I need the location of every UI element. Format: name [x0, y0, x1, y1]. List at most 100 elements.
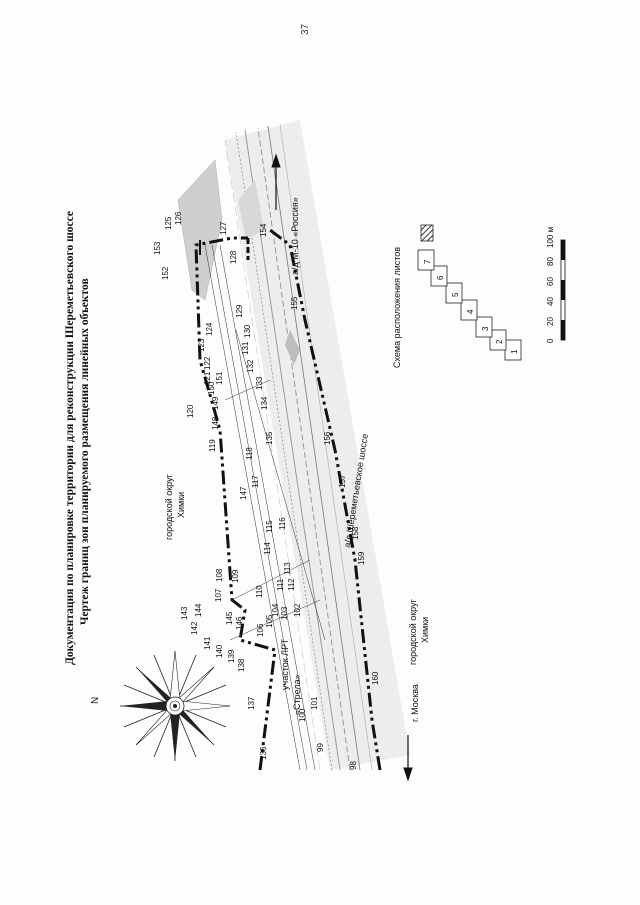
scale-tick-40: 40 [546, 297, 555, 306]
point-111: 111 [276, 578, 285, 591]
point-129: 129 [235, 304, 244, 318]
point-158: 158 [351, 526, 360, 540]
sheet-2-label: 2 [495, 339, 504, 344]
point-113: 113 [283, 562, 292, 575]
point-144: 144 [194, 603, 203, 617]
highway-m10-label: а/д М-10 «Россия» [290, 197, 300, 275]
point-142: 142 [190, 621, 199, 635]
current-sheet-marker [420, 224, 434, 242]
point-150: 150 [207, 381, 216, 395]
point-118: 118 [245, 447, 254, 460]
zone-boundary [194, 228, 382, 771]
point-119: 119 [208, 439, 217, 452]
sheet-3-label: 3 [481, 326, 490, 331]
legend-title: Схема расположения листов [392, 247, 402, 368]
point-141: 141 [203, 636, 212, 650]
point-123: 123 [197, 338, 206, 352]
point-102: 102 [293, 603, 302, 617]
sheet-5-label: 5 [451, 292, 460, 297]
sheet-6 [430, 265, 448, 287]
point-138: 138 [237, 658, 246, 672]
point-126: 126 [174, 211, 183, 225]
sheet-4-label: 4 [466, 309, 475, 314]
point-110: 110 [255, 585, 264, 598]
direction-arrows [271, 153, 413, 782]
point-117: 117 [251, 475, 260, 488]
sheet-5 [445, 282, 463, 304]
point-157: 157 [338, 474, 347, 488]
point-101: 101 [310, 696, 319, 710]
point-143: 143 [180, 606, 189, 620]
strela-label: «Стрела» [292, 674, 302, 715]
point-121: 121 [203, 371, 212, 385]
point-100: 100 [298, 708, 307, 722]
point-130: 130 [243, 324, 252, 338]
point-115: 115 [265, 520, 274, 533]
point-156: 156 [323, 431, 332, 445]
point-152: 152 [161, 266, 170, 280]
scale-tick-80: 80 [546, 257, 555, 266]
point-153: 153 [153, 241, 162, 255]
point-151: 151 [215, 371, 224, 385]
point-98: 98 [349, 761, 358, 770]
point-106: 106 [256, 623, 265, 637]
point-116: 116 [278, 517, 287, 530]
point-160: 160 [371, 671, 380, 685]
point-105: 105 [265, 614, 274, 628]
point-134: 134 [260, 396, 269, 410]
district-top-line1: городской округ [164, 473, 174, 540]
point-112: 112 [287, 578, 296, 591]
point-132: 132 [246, 359, 255, 373]
point-133: 133 [255, 376, 264, 390]
sheet-7 [417, 249, 435, 271]
sheet-1-label: 1 [510, 349, 519, 354]
district-top-line2: Химки [176, 492, 186, 518]
point-148: 148 [211, 416, 220, 430]
point-120: 120 [186, 404, 195, 418]
point-108: 108 [215, 568, 224, 582]
point-127: 127 [219, 221, 228, 235]
sheet-4 [460, 299, 478, 321]
point-139: 139 [227, 649, 236, 663]
point-124: 124 [205, 322, 214, 336]
point-135: 135 [265, 431, 274, 445]
point-114: 114 [263, 542, 272, 555]
point-99: 99 [316, 743, 325, 752]
sheet-7-label: 7 [423, 259, 432, 264]
point-125: 125 [164, 216, 173, 230]
point-136: 136 [259, 746, 268, 760]
point-109: 109 [231, 569, 240, 583]
point-103: 103 [280, 606, 289, 620]
title-line-1: Документация по планировке территории дл… [64, 211, 76, 665]
point-107: 107 [214, 588, 223, 602]
sheet-layout-legend: Схема расположения листов 1 2 3 4 5 6 7 [392, 224, 522, 368]
scale-tick-100: 100 м [546, 227, 555, 248]
point-154: 154 [259, 223, 268, 237]
point-labels: 98 99 100 101 102 103 104 105 106 107 10… [153, 211, 380, 770]
scale-bar: 0 20 40 60 80 100 м [546, 227, 566, 343]
point-145: 145 [225, 611, 234, 625]
point-146: 146 [235, 616, 244, 630]
point-137: 137 [247, 696, 256, 710]
district-bottom-line1: городской округ [408, 598, 418, 665]
scale-tick-20: 20 [546, 317, 555, 326]
point-128: 128 [229, 250, 238, 264]
road-corridor [177, 120, 410, 771]
scale-tick-60: 60 [546, 277, 555, 286]
title-line-2: Чертеж границ зон планируемого размещени… [79, 278, 91, 625]
sheet-2 [489, 329, 507, 351]
point-149: 149 [211, 396, 220, 410]
sheet-6-label: 6 [436, 275, 445, 280]
point-104: 104 [271, 603, 280, 617]
sheet-3 [475, 316, 493, 338]
lrt-section-label: участок ЛРТ [280, 638, 290, 690]
construction-lines [204, 244, 326, 771]
document-title: Документация по планировке территории дл… [64, 211, 91, 665]
to-moscow-label: г. Москва [410, 684, 420, 722]
compass-north-label: N [90, 697, 101, 704]
point-122: 122 [203, 356, 212, 370]
compass-rose [120, 650, 231, 761]
district-bottom-line2: Химки [420, 617, 430, 643]
